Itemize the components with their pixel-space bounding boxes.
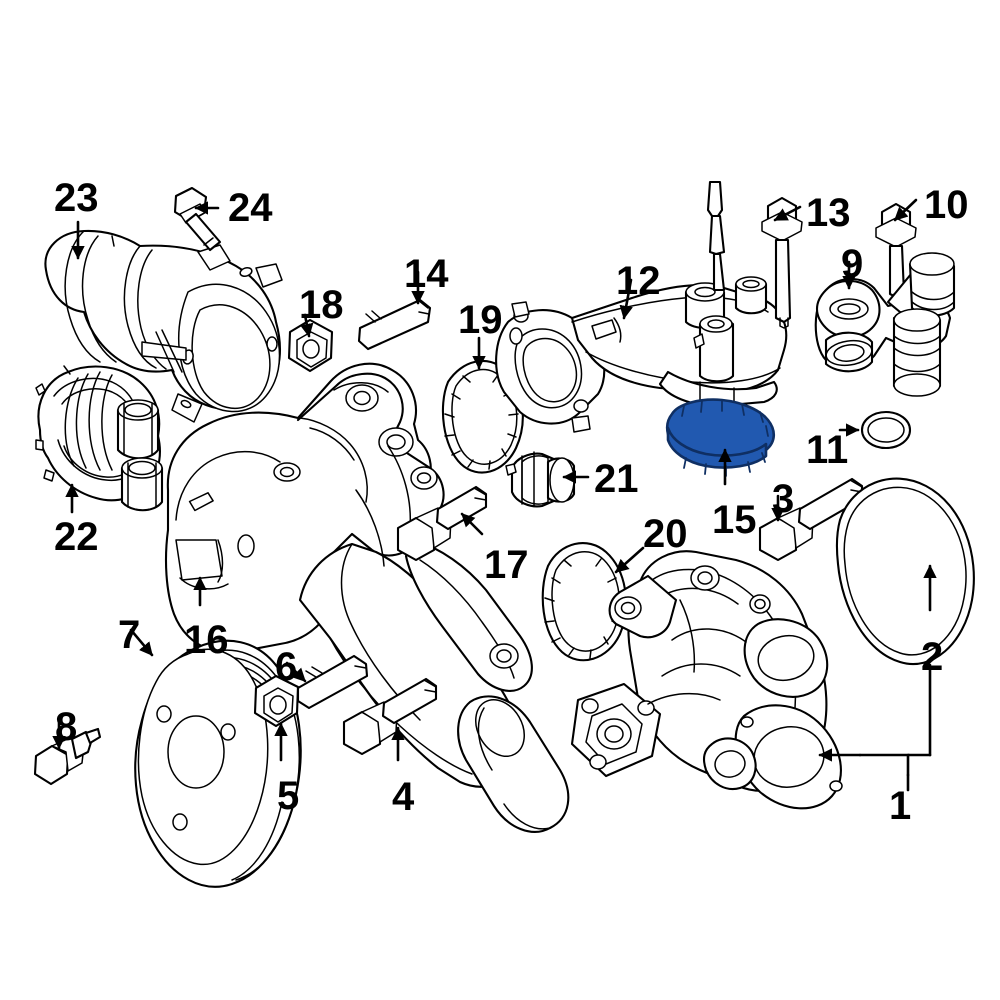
callout-11: 11	[806, 428, 849, 472]
part-14-dowel-pin	[357, 298, 432, 351]
part-23-water-outlet-elbow	[44, 229, 283, 423]
part-22-thermostat	[35, 365, 164, 512]
part-21-coolant-temperature-sensor	[505, 451, 576, 508]
part-8-bolt	[33, 727, 102, 786]
part-5-flange-nut	[253, 674, 300, 728]
part-9-coolant-tee-fitting	[814, 252, 956, 397]
callout-10: 10	[924, 183, 969, 227]
part-12-coolant-crossover-housing	[495, 180, 788, 433]
callout-19: 19	[458, 298, 503, 342]
part-15-water-outlet-gasket-highlighted	[665, 398, 776, 477]
callout-20: 20	[643, 512, 688, 556]
callout-5: 5	[277, 774, 300, 818]
callout-15: 15	[712, 498, 757, 542]
callout-7: 7	[118, 613, 141, 657]
part-18-flange-nut	[287, 318, 334, 373]
part-6-stud	[296, 654, 369, 710]
callout-16: 16	[184, 618, 229, 662]
part-16-water-pump-housing	[164, 362, 570, 833]
part-17-bolt	[396, 485, 488, 562]
callout-6: 6	[275, 645, 298, 689]
callout-1: 1	[889, 784, 912, 828]
callout-22: 22	[54, 515, 99, 559]
callout-24: 24	[228, 186, 273, 230]
callout-18: 18	[299, 283, 344, 327]
callout-8: 8	[55, 705, 78, 749]
part-1-water-pump-body	[570, 550, 843, 810]
callout-4: 4	[392, 775, 415, 819]
part-2-large-o-ring	[835, 477, 975, 665]
callout-3: 3	[772, 477, 795, 521]
callout-13: 13	[806, 191, 851, 235]
callout-17: 17	[484, 543, 529, 587]
part-24-bolt	[173, 186, 222, 252]
callout-2: 2	[921, 635, 944, 679]
part-4-bolt	[342, 677, 438, 756]
leader-lines	[52, 198, 937, 792]
callout-14: 14	[404, 252, 449, 296]
callout-9: 9	[841, 242, 864, 286]
part-20-gasket-ring	[541, 542, 628, 662]
part-19-gasket-ring	[441, 360, 524, 474]
callout-21: 21	[594, 457, 639, 501]
part-13-long-bolt	[761, 196, 803, 329]
callout-23: 23	[54, 176, 99, 220]
callout-12: 12	[616, 259, 661, 303]
part-11-small-o-ring	[860, 410, 912, 450]
